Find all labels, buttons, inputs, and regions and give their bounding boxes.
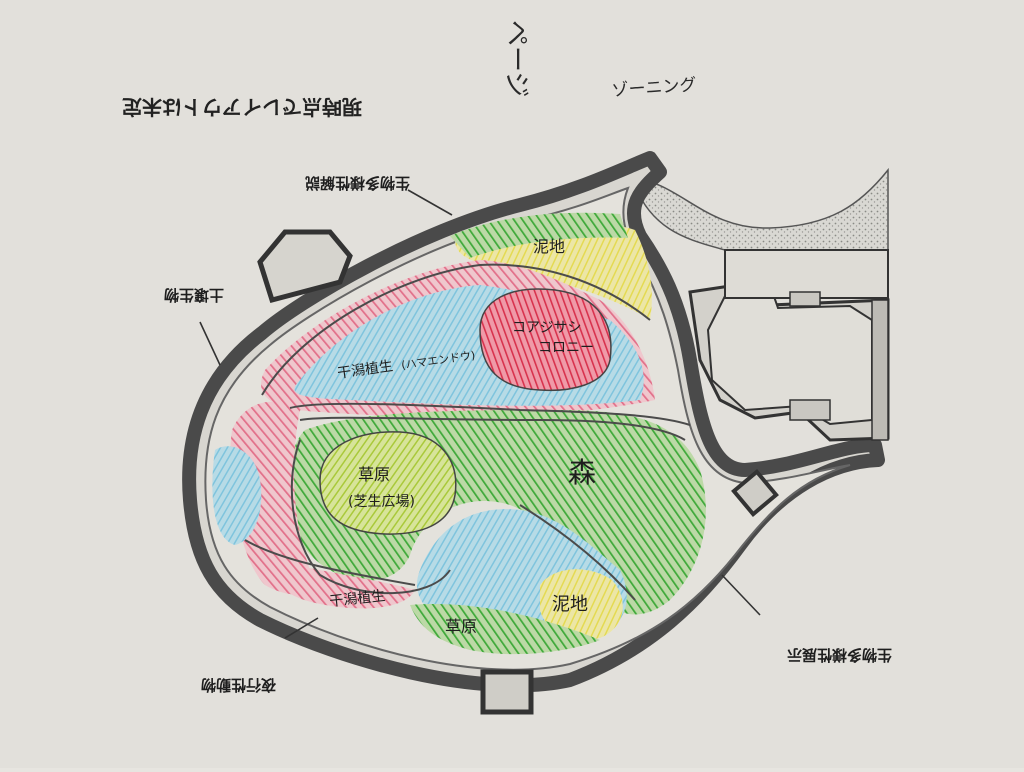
zone-pink-left: [230, 401, 316, 595]
zone-pink-lower-left: [265, 555, 415, 609]
callout-biodiversity-display: 生物多様性展示: [787, 646, 892, 664]
zone-reed-colony: [479, 288, 612, 392]
callout-lines: [199, 189, 761, 639]
zone-grass-lower: [410, 604, 600, 655]
zone-green-top: [450, 212, 628, 258]
zone-meadow: [319, 431, 457, 535]
label-tidal-lower: 干潟植生: [329, 588, 386, 610]
label-mud-lower: 泥地: [552, 594, 588, 615]
note-text: 現時点でレイアウトは未定: [122, 95, 362, 119]
zone-blue-left: [212, 446, 262, 545]
gate-right: [731, 469, 779, 517]
gate-bottom: [480, 669, 534, 715]
label-meadow: 草原 (芝生広場): [348, 465, 415, 510]
label-forest: 森: [568, 456, 596, 489]
stippled-plaza: [630, 167, 889, 253]
label-grassland-lower: 草原: [445, 617, 477, 636]
label-mud-top: 泥地: [533, 237, 565, 256]
label-reed-colony-line1: コアジサシ: [512, 320, 581, 336]
zone-labels: 泥地 コアジサシ コロニー 干潟植生 (ハマエンドウ) 草原 (芝生広場) 森 …: [329, 237, 596, 636]
zone-mud-lower: [540, 569, 623, 640]
label-reed-colony-line2: コロニー: [538, 340, 594, 356]
label-reed-colony: コアジサシ コロニー: [512, 320, 594, 356]
callout-nocturnal-animals: 夜行性動物: [201, 676, 277, 694]
callout-soil-creatures: 土壌生物: [164, 286, 224, 304]
label-meadow-line2: (芝生広場): [348, 494, 415, 510]
gate-top-left: [257, 229, 353, 304]
building: [688, 249, 890, 442]
label-tidal-upper-line1: 干潟植生: [336, 358, 394, 382]
page-label-text: ページ: [501, 20, 531, 97]
path-lines: [244, 263, 691, 601]
callout-biodiversity-explain: 生物多様性解説: [305, 174, 410, 192]
label-meadow-line1: 草原: [358, 465, 390, 484]
